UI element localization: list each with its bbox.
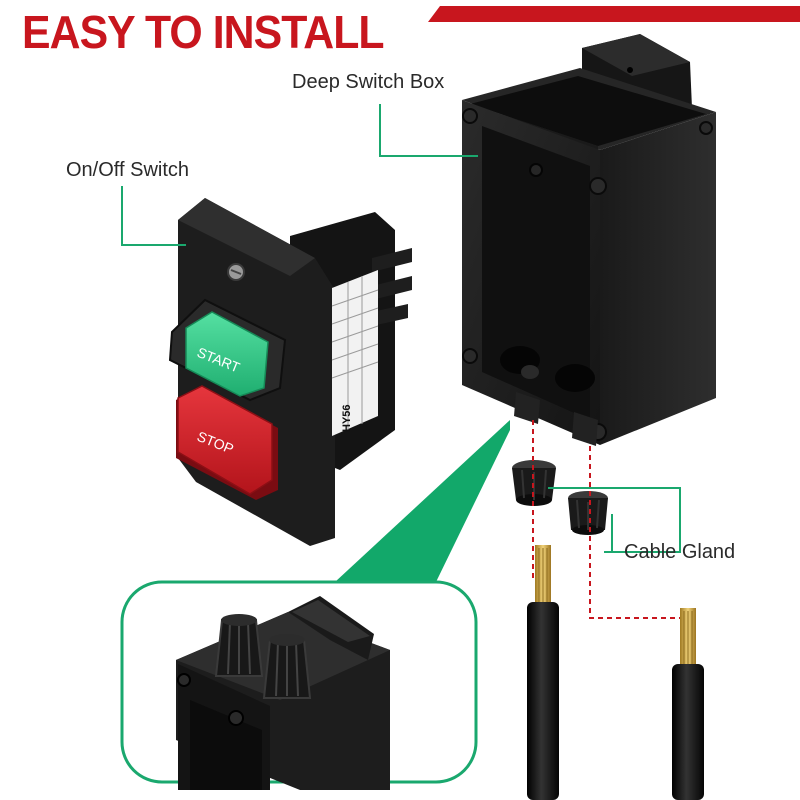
zoom-wedge (335, 420, 510, 582)
deep-switch-box (462, 34, 716, 446)
callout-cable-gland: Cable Gland (624, 541, 736, 563)
install-guide-lines (532, 420, 690, 619)
header-rule (428, 6, 800, 22)
headline: EASY TO INSTALL (22, 6, 385, 58)
callout-on-off-switch: On/Off Switch (66, 159, 190, 181)
cable-right (672, 608, 704, 800)
callout-lines (121, 104, 681, 553)
stop-button[interactable] (177, 385, 273, 495)
start-button[interactable] (185, 311, 269, 397)
zoom-inset (120, 580, 478, 790)
model-code: HY56 (341, 404, 353, 432)
callout-deep-switch-box: Deep Switch Box (292, 71, 445, 93)
cable-left (527, 545, 559, 800)
cable-gland-right (568, 491, 608, 535)
on-off-switch-unit: HY56 START STOP (168, 198, 412, 546)
